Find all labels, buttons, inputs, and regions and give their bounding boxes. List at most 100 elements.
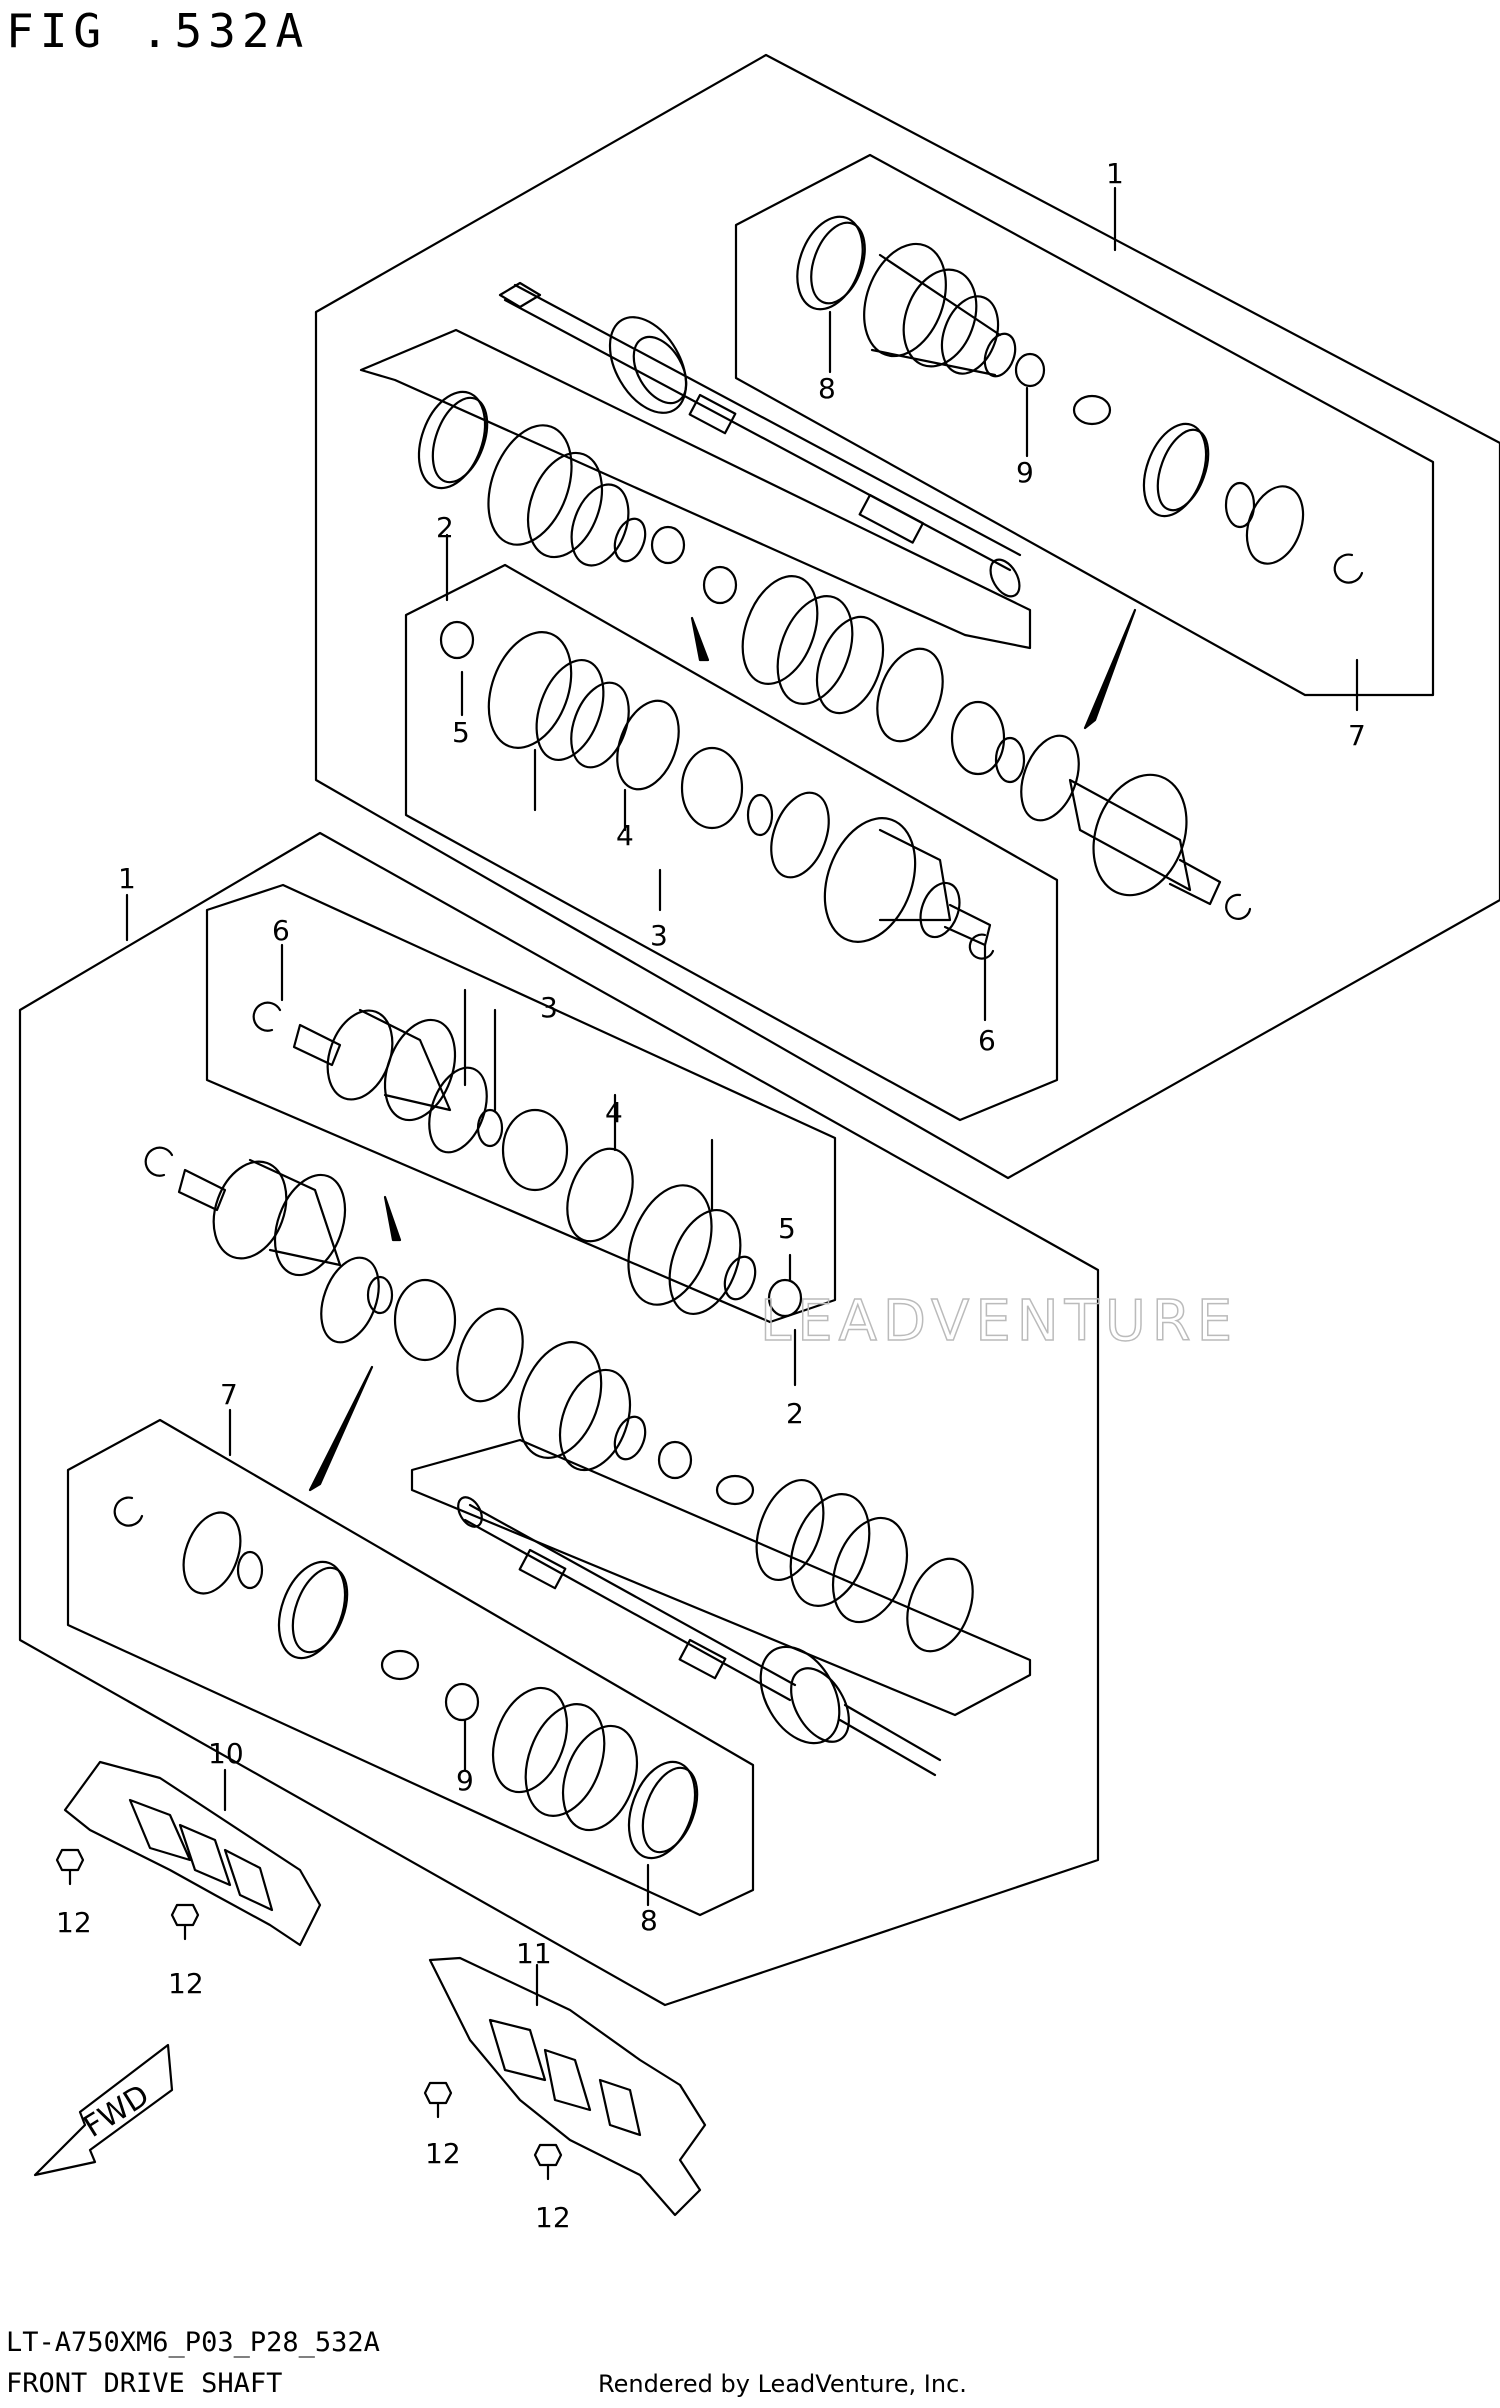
callout-lower-circlip-6: 6	[272, 914, 290, 947]
callout-upper-outer-boot-kit: 7	[1348, 719, 1366, 752]
upper-snap-b	[770, 791, 830, 879]
callout-guard-right: 11	[516, 1937, 552, 1970]
lower-ring-7-b	[236, 1550, 264, 1590]
upper-inner-small-band	[650, 525, 686, 565]
upper-inner-boot-b	[741, 575, 885, 715]
lower-assembly-frame	[18, 831, 1100, 2007]
lower-circlip-7	[113, 1496, 144, 1527]
upper-joint-boot	[487, 631, 630, 769]
lower-drive-shaft	[457, 1496, 942, 1777]
upper-snap-a	[746, 793, 774, 837]
lower-cage	[501, 1108, 569, 1192]
upper-inner-boot-kit-frame	[359, 328, 1032, 650]
lower-arrow-b[interactable]	[308, 1365, 374, 1492]
callout-upper-band-5: 5	[452, 716, 470, 749]
render-credit: Rendered by LeadVenture, Inc.	[598, 2370, 967, 2398]
watermark: LEADVENTURE	[760, 1289, 1238, 1354]
bolt-c[interactable]	[423, 2081, 453, 2119]
lower-circlip-a	[144, 1146, 174, 1177]
upper-small-band-a	[1014, 352, 1046, 388]
lower-outer-boot-kit-frame	[66, 1418, 755, 1917]
callout-upper-circlip-6: 6	[978, 1024, 996, 1057]
upper-boot-band-large	[796, 215, 866, 311]
lower-ring-7-c	[277, 1560, 349, 1660]
callout-guard-left: 10	[208, 1737, 244, 1770]
callout-lower-boot-band-small: 9	[456, 1764, 474, 1797]
fwd-label: FWD	[78, 2078, 156, 2145]
upper-cage	[680, 746, 744, 830]
lower-circlip-6-part	[252, 1001, 282, 1032]
bolt-a[interactable]	[55, 1848, 85, 1886]
upper-small-band-b	[1072, 394, 1112, 426]
callout-bolt-b: 12	[168, 1967, 204, 2000]
upper-arrow-a[interactable]	[1083, 608, 1137, 730]
bolt-b[interactable]	[170, 1903, 200, 1941]
callout-lower-band-5: 5	[778, 1212, 796, 1245]
lower-inner-housing	[292, 1008, 457, 1122]
guard-right[interactable]	[428, 1956, 707, 2217]
upper-joint-kit-frame	[404, 563, 1059, 1122]
lower-ring-7-a	[182, 1511, 242, 1595]
lower-outer-boot	[491, 1686, 639, 1832]
upper-inner-boot	[487, 424, 647, 567]
lower-inner-boot	[517, 1341, 647, 1472]
lower-band-h	[906, 1557, 974, 1653]
callout-bolt-d: 12	[535, 2201, 571, 2234]
lower-outer-boot-b	[755, 1478, 909, 1624]
callout-upper-boot-band-small: 9	[1016, 456, 1034, 489]
upper-band-5	[439, 620, 475, 660]
lower-boot-band-large	[627, 1760, 699, 1860]
lower-housing-b	[177, 1158, 347, 1277]
lower-small-band-a	[380, 1649, 420, 1681]
callout-lower-outer-boot-kit: 7	[220, 1378, 238, 1411]
upper-arrow-b[interactable]	[690, 616, 710, 662]
callout-upper-assembly: 1	[1106, 157, 1124, 190]
lower-arrow-a[interactable]	[383, 1195, 402, 1242]
upper-circlip-7	[1333, 553, 1364, 584]
callout-upper-ring-4: 4	[616, 819, 634, 852]
lower-ring-4-part	[566, 1147, 634, 1243]
callout-upper-joint-kit: 3	[650, 919, 668, 952]
lower-ring-c	[320, 1256, 380, 1344]
callout-bolt-c: 12	[425, 2137, 461, 2170]
upper-ring-7-b	[1224, 481, 1256, 529]
callout-lower-assembly: 1	[118, 862, 136, 895]
model-code: LT-A750XM6_P03_P28_532A	[6, 2327, 380, 2358]
lower-inner-boot-kit-frame	[410, 1438, 1032, 1717]
callout-lower-boot-band-large: 8	[640, 1904, 658, 1937]
lower-snap-b	[476, 1108, 504, 1148]
upper-drive-shaft	[498, 281, 1022, 598]
fwd-arrow	[33, 2043, 174, 2177]
callout-bolt-a: 12	[56, 1906, 92, 1939]
upper-inner-small-band-b	[702, 565, 738, 605]
upper-assembly-frame	[314, 53, 1500, 1180]
bolt-d[interactable]	[533, 2143, 563, 2181]
lower-band-e	[456, 1307, 524, 1403]
upper-circlip-6-part	[968, 933, 995, 960]
lower-band-5-part	[767, 1278, 803, 1318]
lower-band-g	[715, 1474, 755, 1506]
lower-joint-kit-frame	[205, 883, 837, 1324]
upper-outer-boot-kit-frame	[734, 153, 1435, 697]
callout-upper-inner-boot-kit: 2	[436, 511, 454, 544]
upper-outer-joint	[950, 700, 1252, 920]
callout-upper-boot-band-large: 8	[818, 372, 836, 405]
lower-ring-d	[366, 1275, 394, 1315]
drawing-name: FRONT DRIVE SHAFT	[6, 2368, 283, 2399]
lower-cage-b	[393, 1278, 457, 1362]
lower-small-band-b	[444, 1682, 480, 1722]
guard-left[interactable]	[63, 1760, 322, 1947]
upper-ring-7-c	[1245, 485, 1305, 565]
callout-lower-ring-4: 4	[605, 1096, 623, 1129]
lower-joint-boot	[627, 1184, 757, 1316]
callout-lower-inner-boot-kit: 2	[786, 1397, 804, 1430]
upper-inner-housing	[823, 817, 992, 947]
lower-band-f	[657, 1440, 693, 1480]
upper-inner-band-b-large	[876, 647, 944, 743]
lower-snap-a	[428, 1066, 488, 1154]
figure-title: FIG .532A	[6, 4, 310, 58]
callout-lower-joint-kit: 3	[540, 991, 558, 1024]
upper-ring-7-a	[1142, 422, 1210, 518]
upper-inner-band-large	[417, 390, 489, 490]
